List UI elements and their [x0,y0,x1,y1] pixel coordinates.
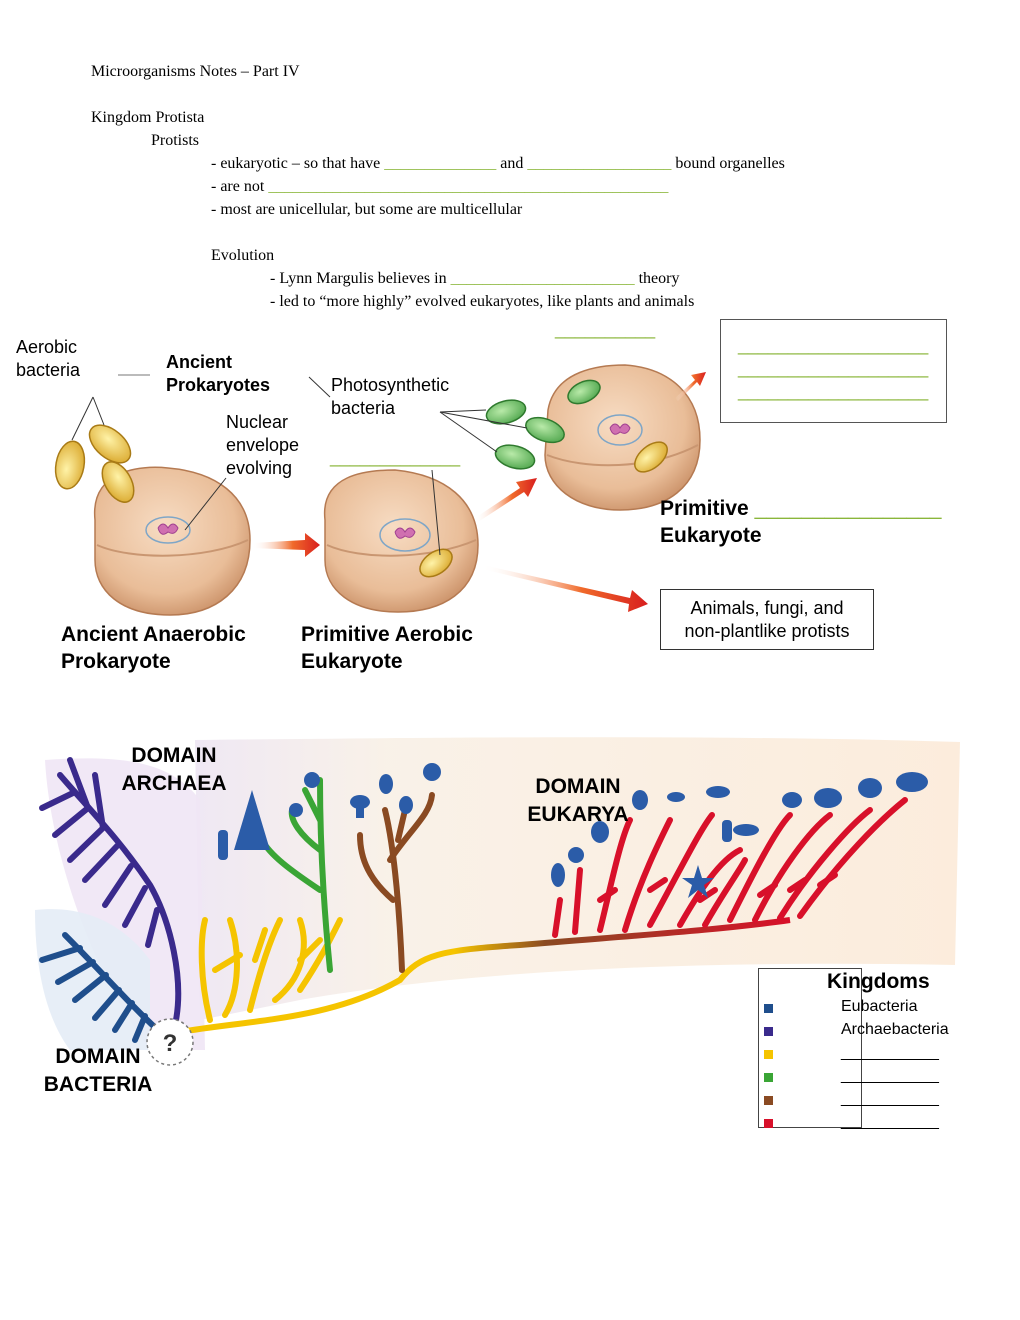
arrow-icon [252,533,320,557]
fungi-branch [357,792,435,973]
primitive-eukaryote-cell [544,364,701,511]
note-line-led-to: - led to “more highly” evolved eukaryote… [270,293,695,310]
pointer-line [308,376,331,398]
legend-swatch [764,1096,773,1105]
label-text: Primitive [660,497,749,520]
organism-icons [218,763,928,898]
fill-blank-chloroplast[interactable]: __________ [555,319,656,339]
label-domain-bacteria: DOMAIN BACTERIA [24,1043,172,1099]
label-line: DOMAIN [131,744,217,767]
label-line: DOMAIN [55,1045,141,1068]
legend-label[interactable]: ___________ [841,1067,939,1084]
label-line: EUKARYA [527,803,629,826]
label-primitive-aerobic: Primitive Aerobic Eukaryote [301,621,473,675]
label-nuclear-envelope: Nuclear envelope evolving [226,411,299,480]
label-line: Ancient [166,352,233,372]
fill-blank[interactable]: ______________ [384,155,497,172]
kingdom-heading: Kingdom Protista [91,109,205,126]
legend-swatch [764,1119,773,1128]
box-text: non-plantlike protists [684,621,850,641]
label-ancient-prokaryotes: Ancient Prokaryotes [166,351,270,397]
note-line-are-not: - are not ______________________________… [211,178,668,196]
note-text: bound organelles [671,155,785,172]
box-text: Animals, fungi, and [690,598,844,618]
kingdoms-legend-frame [758,968,862,1128]
note-text: - are not [211,178,269,195]
tree-trunk [179,917,791,1035]
label-line: Aerobic [16,337,78,357]
fill-blank[interactable]: _______________________ [450,270,635,287]
legend-label: Eubacteria [841,998,918,1015]
label-line: bacteria [331,398,396,418]
label-domain-archaea: DOMAIN ARCHAEA [100,742,248,798]
label-primitive-eukaryote: Primitive ________________ Eukaryote [660,495,941,549]
fill-blank[interactable]: ________________ [754,497,942,520]
note-text: theory [634,270,680,287]
label-aerobic-bacteria: Aerobic bacteria [16,336,80,382]
endosymbiosis-figure [54,364,706,616]
label-line: Eukaryote [660,524,762,547]
answer-box: ___________________ ___________________ … [720,319,947,423]
fill-blank[interactable]: ___________________ [738,358,929,378]
fill-blank[interactable]: __________________ [527,155,672,172]
note-line-eukaryotic: - eukaryotic – so that have ____________… [211,155,785,173]
label-line: DOMAIN [535,775,621,798]
pointer-line [184,477,227,531]
protists-heading: Protists [151,132,200,149]
legend-label: Archaebacteria [841,1021,949,1038]
fill-blank[interactable]: ___________________ [738,381,929,401]
aerobic-bacteria-icons [54,396,135,503]
fill-blank[interactable]: ___________________ [738,335,929,355]
arrow-icon [475,478,537,522]
unknown-origin-circle [146,1018,194,1066]
ancient-anaerobic-cell [94,466,251,616]
photosynthetic-bacteria-icons [439,399,565,470]
legend-swatch [764,1073,773,1082]
primitive-aerobic-cell [324,469,479,613]
note-text: - eukaryotic – so that have [211,155,385,172]
pointer-line [431,469,441,556]
page-title: Microorganisms Notes – Part IV [91,63,300,80]
note-line-margulis: - Lynn Margulis believes in ____________… [270,270,679,288]
question-mark: ? [163,1030,178,1057]
tree-of-life: ? [35,737,960,1066]
legend-title: Kingdoms [827,970,930,993]
legend-swatch [764,1004,773,1013]
archaea-branch [39,757,182,1028]
legend-label[interactable]: ___________ [841,1090,939,1107]
arrow-icon [482,565,648,612]
legend-label[interactable]: ___________ [841,1113,939,1130]
label-line: Nuclear [226,412,289,432]
label-line: ARCHAEA [121,772,227,795]
note-text: and [496,155,528,172]
label-domain-eukarya: DOMAIN EUKARYA [504,773,652,829]
label-line: Prokaryote [61,650,171,673]
protista-branch [198,917,343,1023]
label-line: Primitive ________________ [660,495,941,522]
label-line: bacteria [16,360,81,380]
label-photosynthetic-bacteria: Photosynthetic bacteria [331,374,449,420]
label-line: envelope [226,435,300,455]
legend-swatch [764,1050,773,1059]
label-line: Photosynthetic [331,375,450,395]
legend-swatch [764,1027,773,1036]
label-line: Prokaryotes [166,375,271,395]
label-ancient-anaerobic: Ancient Anaerobic Prokaryote [61,621,246,675]
label-line: Primitive Aerobic [301,623,473,646]
note-line-unicellular: - most are unicellular, but some are mul… [211,201,523,218]
fill-blank[interactable]: ________________________________________… [268,178,669,195]
label-line: Ancient Anaerobic [61,623,246,646]
label-line: evolving [226,458,293,478]
legend-label[interactable]: ___________ [841,1044,939,1061]
evolution-heading: Evolution [211,247,275,264]
note-text: - Lynn Margulis believes in [270,270,451,287]
animals-fungi-box: Animals, fungi, and non-plantlike protis… [660,589,874,650]
label-line: BACTERIA [43,1073,153,1096]
animalia-branch [552,797,908,938]
fill-blank-mitochondria[interactable]: _____________ [330,447,461,467]
background-shade [45,758,205,1050]
bacteria-branch [39,932,163,1043]
arrow-icon [675,372,706,401]
label-line: Eukaryote [301,650,403,673]
